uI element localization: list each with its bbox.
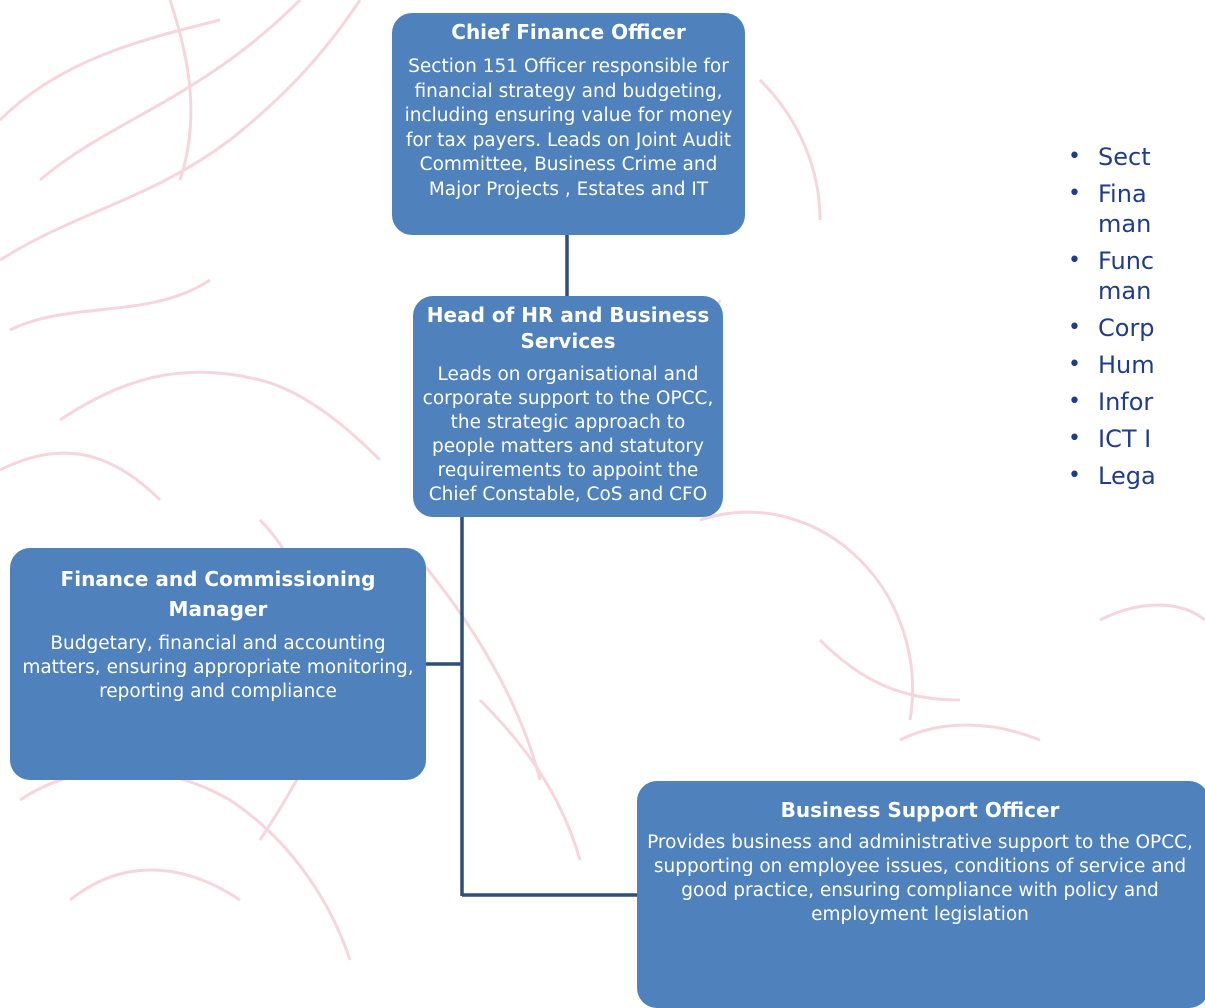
list-spacer [1068, 306, 1205, 313]
finance-commissioning-manager-title: Finance and Commissioning Manager [60, 567, 376, 621]
list-item-line: Func [1098, 247, 1155, 275]
list-spacer [1068, 343, 1205, 350]
business-support-officer-description: Provides business and administrative sup… [647, 832, 1193, 925]
list-item: • ICT I [1068, 424, 1205, 454]
list-item-line: man [1098, 210, 1152, 238]
list-item-line: ICT I [1098, 425, 1152, 453]
list-spacer [1068, 380, 1205, 387]
list-item-line: Corp [1098, 314, 1155, 342]
list-item-line: Sect [1098, 143, 1151, 171]
finance-commissioning-manager-description: Budgetary, financial and accounting matt… [22, 633, 414, 702]
bullet-dot-icon: • [1068, 181, 1081, 206]
list-item: • Lega [1068, 461, 1205, 491]
responsibilities-list: • Sect • Fina man • Func man • Corp • Hu… [1068, 142, 1205, 491]
finance-commissioning-manager-box: Finance and Commissioning Manager Budget… [10, 548, 426, 780]
list-spacer [1068, 417, 1205, 424]
list-spacer [1068, 172, 1205, 179]
head-of-hr-description: Leads on organisational and corporate su… [422, 364, 714, 505]
chief-finance-officer-description: Section 151 Officer responsible for fina… [404, 56, 733, 200]
list-spacer [1068, 454, 1205, 461]
head-of-hr-title: Head of HR and Business Services [426, 303, 710, 353]
business-support-officer-title: Business Support Officer [780, 798, 1060, 822]
chief-finance-officer-box: Chief Finance Officer Section 151 Office… [392, 13, 745, 235]
list-item: • Hum [1068, 350, 1205, 380]
bullet-dot-icon: • [1068, 248, 1081, 273]
list-spacer [1068, 239, 1205, 246]
chief-finance-officer-title: Chief Finance Officer [451, 20, 686, 44]
list-item: • Fina man [1068, 179, 1205, 239]
list-item-line: Hum [1098, 351, 1155, 379]
list-item: • Func man [1068, 246, 1205, 306]
list-item-line: Infor [1098, 388, 1154, 416]
bullet-dot-icon: • [1068, 426, 1081, 451]
list-item-line: Fina [1098, 180, 1147, 208]
bullet-dot-icon: • [1068, 352, 1081, 377]
bullet-dot-icon: • [1068, 144, 1081, 169]
list-item: • Corp [1068, 313, 1205, 343]
list-item: • Sect [1068, 142, 1205, 172]
list-item-line: man [1098, 277, 1152, 305]
bullet-dot-icon: • [1068, 463, 1081, 488]
list-item-line: Lega [1098, 462, 1156, 490]
head-of-hr-box: Head of HR and Business Services Leads o… [413, 296, 723, 517]
bullet-dot-icon: • [1068, 315, 1081, 340]
list-item: • Infor [1068, 387, 1205, 417]
bullet-dot-icon: • [1068, 389, 1081, 414]
business-support-officer-box: Business Support Officer Provides busine… [637, 781, 1205, 1008]
